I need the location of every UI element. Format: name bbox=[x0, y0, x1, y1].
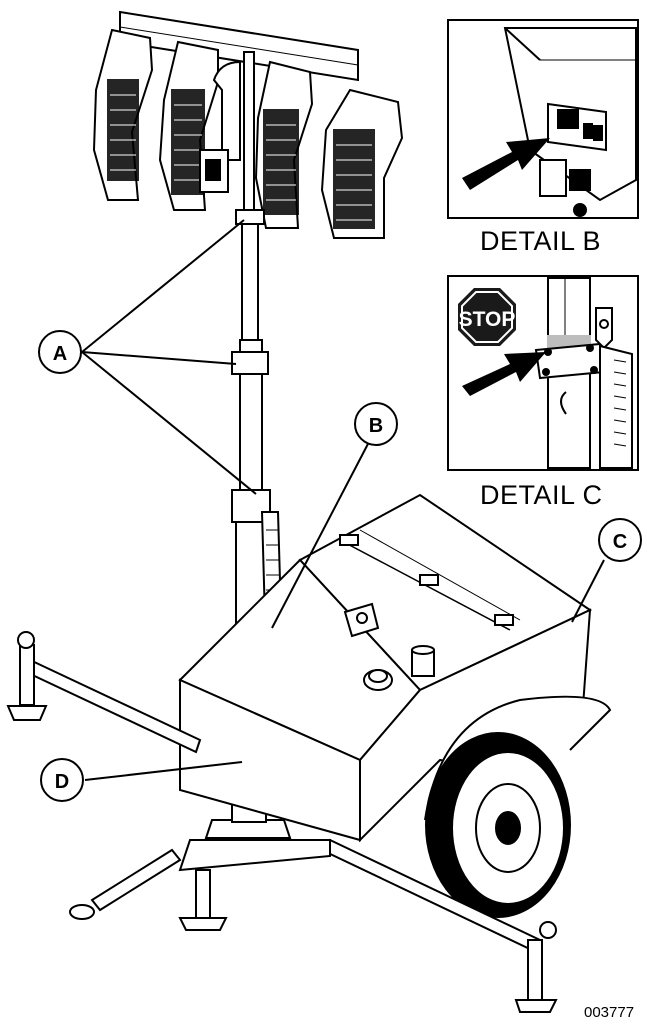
wheel bbox=[425, 732, 571, 918]
light-heads bbox=[92, 10, 404, 239]
detail-c-inset: STOP bbox=[447, 275, 639, 471]
detail-b-caption: DETAIL B bbox=[480, 226, 602, 256]
trailer-frame bbox=[6, 631, 558, 1013]
callout-a-label: A bbox=[53, 343, 67, 365]
callout-b-label: B bbox=[369, 415, 383, 437]
detail-c-arrow bbox=[462, 352, 546, 396]
light-head-3 bbox=[254, 60, 314, 229]
callout-leaders bbox=[81, 219, 605, 781]
callout-d-label: D bbox=[55, 771, 69, 793]
light-head-1 bbox=[92, 28, 154, 201]
callout-c: C bbox=[598, 518, 642, 562]
figure-number: 003777 bbox=[584, 1004, 635, 1021]
light-head-2 bbox=[158, 40, 241, 211]
stop-sign-icon: STOP bbox=[458, 288, 516, 346]
callout-a: A bbox=[38, 330, 82, 374]
callout-b: B bbox=[354, 402, 398, 446]
detail-c-caption: DETAIL C bbox=[480, 480, 603, 510]
callout-c-label: C bbox=[613, 531, 627, 553]
light-head-4 bbox=[320, 88, 404, 239]
detail-b-arrow bbox=[462, 138, 550, 190]
stop-sign-text: STOP bbox=[459, 308, 516, 331]
detail-b-inset bbox=[447, 19, 639, 219]
callout-d: D bbox=[40, 758, 84, 802]
